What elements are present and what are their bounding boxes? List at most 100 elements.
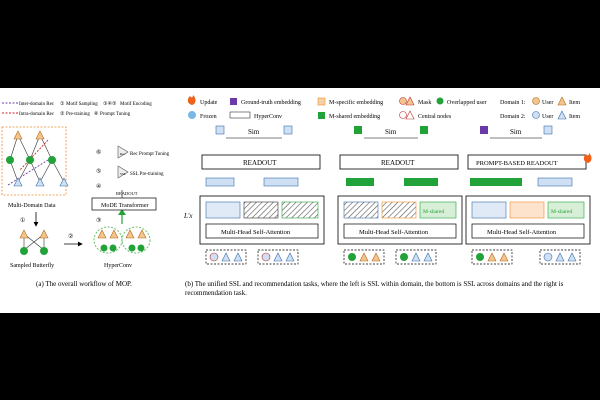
transformer-block-3: [465, 195, 591, 245]
readout-small-label: READOUT: [116, 191, 138, 196]
legend-item-1: Item: [569, 100, 580, 106]
item-triangle-icon: [109, 229, 119, 239]
ssl-head-icon: [117, 165, 129, 179]
item-triangle-icon: [13, 130, 23, 140]
input-group: [395, 249, 437, 265]
item-triangle-icon: [35, 130, 45, 140]
sampled-butterfly: [19, 229, 49, 255]
embed-box: [205, 201, 241, 219]
legend-hyperconv: HyperConv: [254, 114, 282, 120]
item-triangle-icon: [499, 252, 509, 262]
readout-box-2: [339, 154, 459, 170]
legend-frozen: Frozen: [200, 114, 217, 120]
user-node-icon: [109, 244, 117, 252]
user-node-icon: [476, 253, 484, 261]
rec-head-icon: [117, 145, 129, 159]
legend-item-2: Item: [569, 114, 580, 120]
readout-label-3: PROMPT-BASED READOUT: [476, 160, 558, 167]
legend-mask: Mask: [418, 100, 431, 106]
recommendation-panel: Sim PROMPT-BASED READOUT M-shared Multi-…: [465, 125, 592, 265]
legend-overlapped: Overlapped user: [447, 100, 486, 106]
embedding-row: [404, 178, 438, 186]
m-specific-cube-icon: [317, 97, 326, 106]
item-triangle-icon: [487, 252, 497, 262]
legend-intra: Intra-domain Rec: [19, 112, 55, 117]
item-triangle-icon: [411, 252, 421, 262]
ssl-within-domain-panel: Sim READOUT Multi-Head Self-Attention: [199, 125, 325, 265]
user-node-icon: [40, 247, 48, 255]
ssl-across-domain-panel: Sim READOUT M-shared Multi-Head Self-Att…: [337, 126, 463, 265]
item-triangle-icon: [285, 252, 295, 262]
ground-truth-cube-icon: [480, 126, 488, 134]
legend-motif-sampling-num: ①: [60, 101, 65, 107]
item-triangle-icon: [97, 229, 107, 239]
attention-box-3: [471, 223, 585, 239]
legend-m-specific: M-specific embedding: [329, 99, 383, 106]
input-group: [205, 249, 247, 265]
ssl-label: SSL: [120, 172, 126, 176]
user-node-icon: [26, 156, 34, 164]
caption-b: (b) The unified SSL and recommendation t…: [185, 280, 564, 297]
user-node-icon: [209, 252, 219, 262]
domain1-item-icon: [557, 96, 567, 106]
mask-item-icon: [405, 96, 415, 106]
user-node-icon: [348, 253, 356, 261]
cube-icon: [283, 125, 293, 135]
item-triangle-icon: [371, 252, 381, 262]
legend-domain2: Domain 2:: [500, 114, 526, 120]
attention-label-2: Multi-Head Self-Attention: [359, 229, 429, 236]
cube-icon: [543, 125, 553, 135]
legend-user-1: User: [542, 100, 553, 106]
legend-ground-truth: Ground-truth embedding: [241, 100, 301, 106]
legend-m-shared: M-shared embedding: [329, 114, 380, 120]
item-triangle-icon: [13, 177, 23, 187]
domain1-user-icon: [532, 97, 540, 105]
item-triangle-icon: [221, 252, 231, 262]
masked-embed-box: [281, 201, 319, 219]
sim-label-1: Sim: [248, 128, 260, 136]
snowflake-icon: [188, 111, 196, 119]
mode-transformer-label: MoDE Transformer: [101, 202, 149, 209]
step-num-3: ③: [96, 217, 101, 224]
m-shared-tag-2: M-shared: [423, 209, 444, 215]
multi-domain-data-label: Multi-Domain Data: [8, 203, 56, 209]
rec-prompt-tuning-label: Rec Prompt Tuning: [130, 152, 170, 157]
user-node-icon: [128, 244, 136, 252]
left-legend: Inter-domain Rec Intra-domain Rec ① Moti…: [2, 101, 152, 117]
input-group: [539, 249, 581, 265]
flame-icon: [187, 95, 196, 105]
domain2-user-icon: [532, 111, 540, 119]
flame-icon: [583, 153, 592, 163]
user-node-icon: [400, 253, 408, 261]
item-triangle-icon: [423, 252, 433, 262]
user-node-icon: [20, 247, 28, 255]
item-triangle-icon: [35, 177, 45, 187]
ground-truth-cube-icon: [230, 98, 237, 105]
readout-label-2: READOUT: [381, 159, 415, 167]
item-triangle-icon: [273, 252, 283, 262]
m-specific-box: [509, 201, 545, 219]
legend-pretraining: Pre-training: [66, 112, 90, 117]
ssl-pretraining-label: SSL Pre-training: [130, 172, 164, 177]
masked-embed-box: [381, 201, 417, 219]
transformer-block-2: [337, 195, 463, 245]
cube-icon: [354, 126, 362, 134]
right-legend: Update Frozen Ground-truth embedding Hyp…: [187, 95, 580, 120]
item-triangle-icon: [137, 229, 147, 239]
hyperconv-legend-icon: [229, 111, 251, 119]
green-arrowhead-icon: [118, 209, 126, 215]
legend-pretraining-num: ②: [60, 111, 65, 117]
masked-embed-box: [343, 201, 379, 219]
step-num-4: ④: [96, 183, 101, 190]
user-node-icon: [6, 156, 14, 164]
embed-box: [471, 201, 507, 219]
central-item-icon: [405, 110, 415, 120]
central-user-icon: [399, 111, 407, 119]
hyperconv-label: HyperConv: [104, 263, 132, 269]
item-triangle-icon: [19, 229, 29, 239]
rec-label: Rec: [120, 152, 126, 156]
user-node-icon: [261, 252, 271, 262]
step-num-5: ⑤: [96, 168, 101, 175]
